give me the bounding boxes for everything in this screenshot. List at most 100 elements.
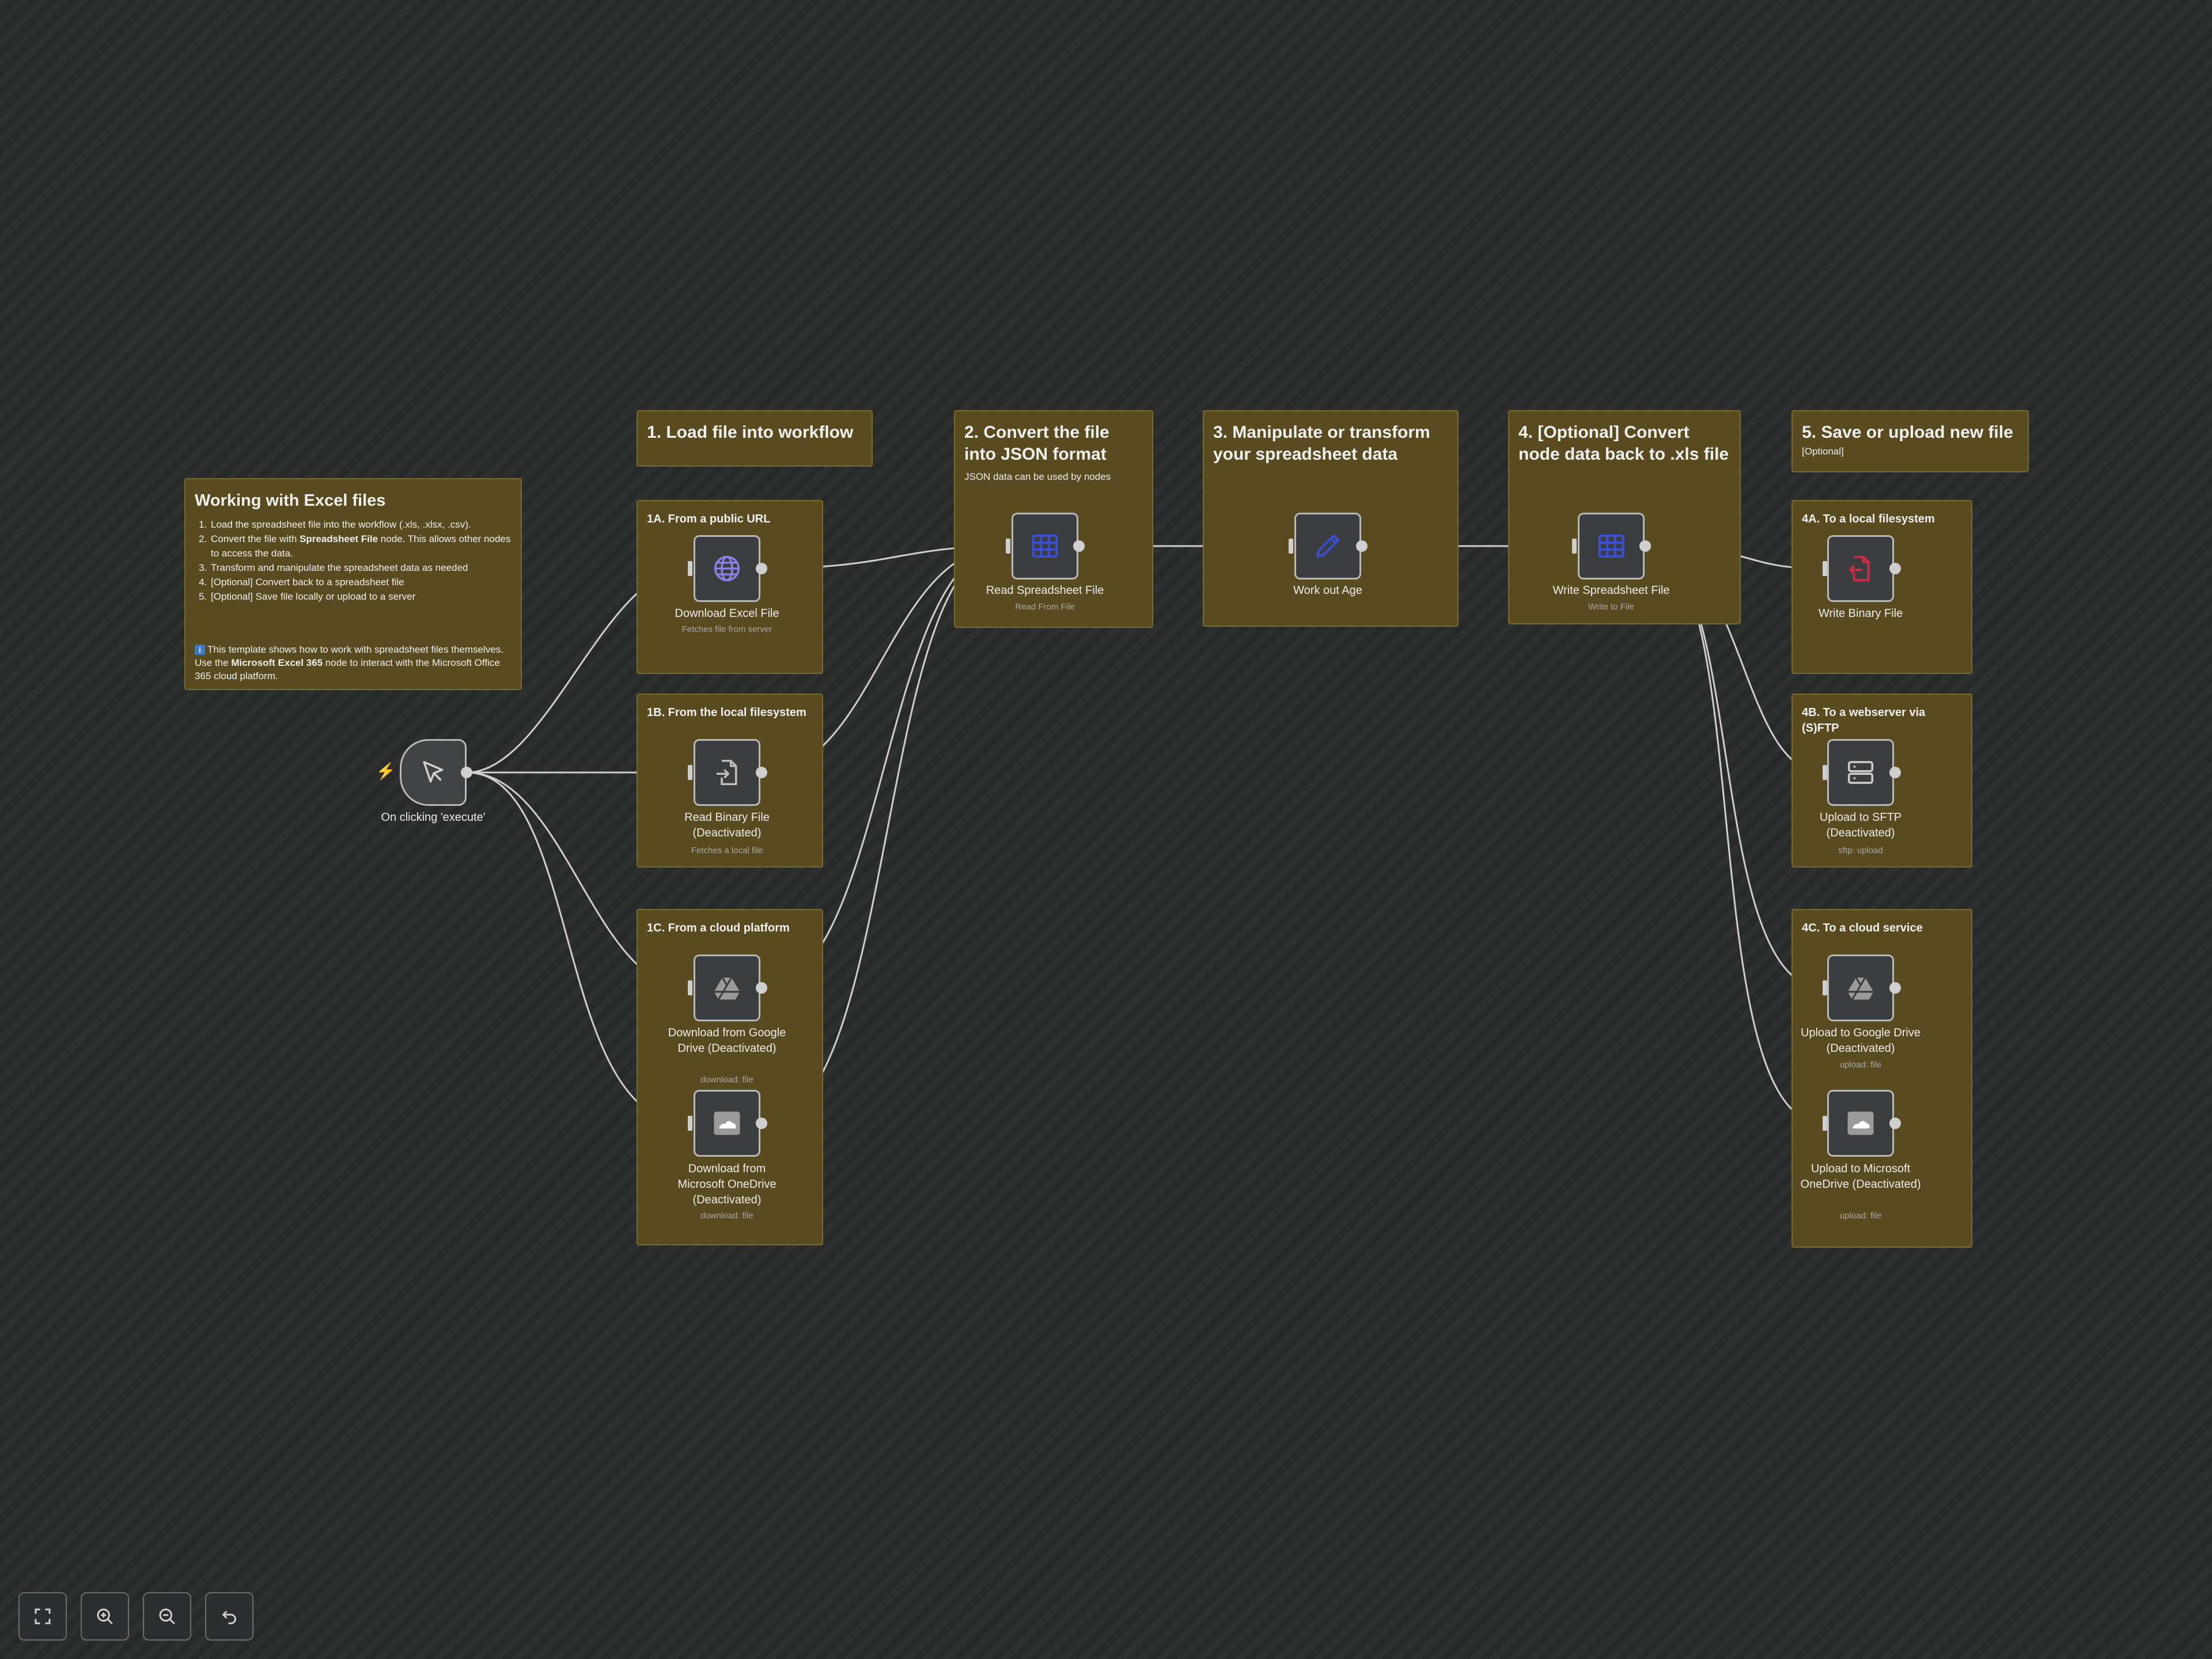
workage-output-port[interactable] [1356, 540, 1368, 552]
sftp-output-port[interactable] [1889, 767, 1901, 778]
zoom-out-button[interactable] [143, 1592, 191, 1641]
intro-step-text: node. This allows other nodes to access … [211, 533, 511, 559]
trigger-bolt-icon: ⚡ [376, 762, 396, 780]
intro-step: [Optional] Convert back to a spreadsheet… [210, 575, 512, 589]
gdrive-download-output-port[interactable] [756, 982, 767, 994]
section-title: 4B. To a webserver via (S)FTP [1802, 706, 1926, 734]
table-icon [1598, 534, 1624, 558]
node-subtitle: sftp: upload [1838, 846, 1883, 855]
node-upload-onedrive[interactable] [1827, 1090, 1894, 1157]
node-label: Download from Microsoft OneDrive (Deacti… [677, 1162, 777, 1206]
onedrive-upload-input-port[interactable] [1823, 1116, 1827, 1131]
node-label: Download from Google Drive (Deactivated) [668, 1027, 786, 1055]
node-manual-trigger[interactable] [400, 739, 467, 806]
onedrive-upload-output-port[interactable] [1889, 1118, 1901, 1129]
trigger-output-port[interactable] [461, 767, 472, 778]
readbinary-output-port[interactable] [756, 767, 767, 778]
node-subtitle: upload: file [1839, 1060, 1882, 1070]
node-write-spreadsheet-file[interactable] [1578, 513, 1645, 579]
write-binary-input-port[interactable] [1823, 561, 1827, 576]
fit-view-button[interactable] [18, 1592, 67, 1641]
node-read-binary-file[interactable] [694, 739, 760, 806]
section-title: 5. Save or upload new file [1802, 423, 2013, 442]
download-output-port[interactable] [756, 563, 767, 574]
node-label: On clicking 'execute' [381, 811, 486, 824]
section-title: 3. Manipulate or transform your spreadsh… [1213, 423, 1430, 464]
node-upload-google-drive[interactable] [1827, 955, 1894, 1021]
fit-view-icon [35, 1608, 51, 1624]
section-title: 1A. From a public URL [647, 513, 771, 525]
node-subtitle: download: file [700, 1211, 753, 1221]
write-binary-output-port[interactable] [1889, 563, 1901, 574]
node-label: Read Spreadsheet File [986, 584, 1104, 597]
section-subtitle: [Optional] [1802, 446, 1844, 457]
intro-step: Transform and manipulate the spreadsheet… [210, 560, 512, 575]
section-title: 4C. To a cloud service [1802, 922, 1923, 934]
write-sheet-input-port[interactable] [1572, 539, 1577, 554]
section-title: 4. [Optional] Convert node data back to … [1518, 423, 1729, 464]
sftp-input-port[interactable] [1823, 765, 1827, 780]
node-download-excel-file[interactable] [694, 535, 760, 602]
node-download-google-drive[interactable] [694, 955, 760, 1021]
node-upload-sftp[interactable] [1827, 739, 1894, 806]
undo-icon [222, 1610, 236, 1624]
node-subtitle: download: file [700, 1075, 753, 1085]
node-subtitle: upload: file [1839, 1211, 1882, 1221]
node-subtitle: Read From File [1015, 602, 1075, 612]
intro-step-text: Convert the file with [211, 533, 300, 544]
node-label: Upload to Google Drive (Deactivated) [1801, 1027, 1921, 1055]
readbinary-input-port[interactable] [688, 765, 692, 780]
intro-title: Working with Excel files [195, 491, 386, 510]
file-export-icon [1849, 555, 1870, 582]
section-title: 2. Convert the file into JSON format [964, 423, 1109, 464]
gdrive-download-input-port[interactable] [688, 980, 692, 995]
zoom-in-button[interactable] [81, 1592, 129, 1641]
intro-step-bold: Spreadsheet File [300, 533, 378, 544]
workage-input-port[interactable] [1289, 539, 1293, 554]
gdrive-upload-input-port[interactable] [1823, 980, 1827, 995]
node-work-out-age[interactable] [1294, 513, 1361, 579]
node-read-spreadsheet-file[interactable] [1012, 513, 1078, 579]
read-sheet-output-port[interactable] [1073, 540, 1085, 552]
node-label: Work out Age [1293, 584, 1362, 597]
section-title: 4A. To a local filesystem [1802, 513, 1935, 525]
section-title: 1. Load file into workflow [647, 423, 854, 442]
google-drive-icon [1847, 977, 1874, 1001]
cursor-icon [423, 761, 444, 783]
intro-note-text: node to interact with the Microsoft Offi… [195, 657, 500, 681]
zoom-in-icon [97, 1608, 113, 1624]
section-subtitle: JSON data can be used by nodes [964, 471, 1111, 482]
globe-icon [714, 555, 740, 582]
zoom-out-icon [159, 1608, 175, 1624]
download-input-port[interactable] [688, 561, 692, 576]
intro-note-text: This template shows how to work with spr… [195, 644, 504, 668]
node-subtitle: Fetches file from server [681, 624, 772, 634]
section-5-sticky[interactable]: 5. Save or upload new file [Optional] [1791, 410, 2029, 472]
node-label: Download Excel File [675, 607, 779, 620]
intro-sticky-note[interactable]: Working with Excel files Load the spread… [184, 478, 522, 690]
pencil-icon [1316, 534, 1340, 558]
section-1-sticky[interactable]: 1. Load file into workflow [637, 410, 873, 467]
info-icon: i [195, 645, 205, 655]
google-drive-icon [714, 977, 740, 1001]
server-icon [1847, 761, 1874, 784]
intro-note-bold: Microsoft Excel 365 [231, 657, 323, 668]
node-download-onedrive[interactable] [694, 1090, 760, 1157]
reset-zoom-button[interactable] [205, 1592, 253, 1641]
node-subtitle: Write to File [1588, 602, 1634, 612]
write-sheet-output-port[interactable] [1639, 540, 1651, 552]
section-title: 1C. From a cloud platform [647, 922, 790, 934]
read-sheet-input-port[interactable] [1006, 539, 1010, 554]
intro-step: [Optional] Save file locally or upload t… [210, 589, 512, 604]
node-write-binary-file[interactable] [1827, 535, 1894, 602]
intro-step: Convert the file with Spreadsheet File n… [210, 532, 512, 560]
intro-steps: Load the spreadsheet file into the workf… [195, 517, 512, 604]
onedrive-download-output-port[interactable] [756, 1118, 767, 1129]
onedrive-download-input-port[interactable] [688, 1116, 692, 1131]
intro-step: Load the spreadsheet file into the workf… [210, 517, 512, 532]
gdrive-upload-output-port[interactable] [1889, 982, 1901, 994]
onedrive-icon [714, 1111, 740, 1135]
table-icon [1032, 534, 1058, 558]
node-label: Write Binary File [1818, 607, 1903, 620]
